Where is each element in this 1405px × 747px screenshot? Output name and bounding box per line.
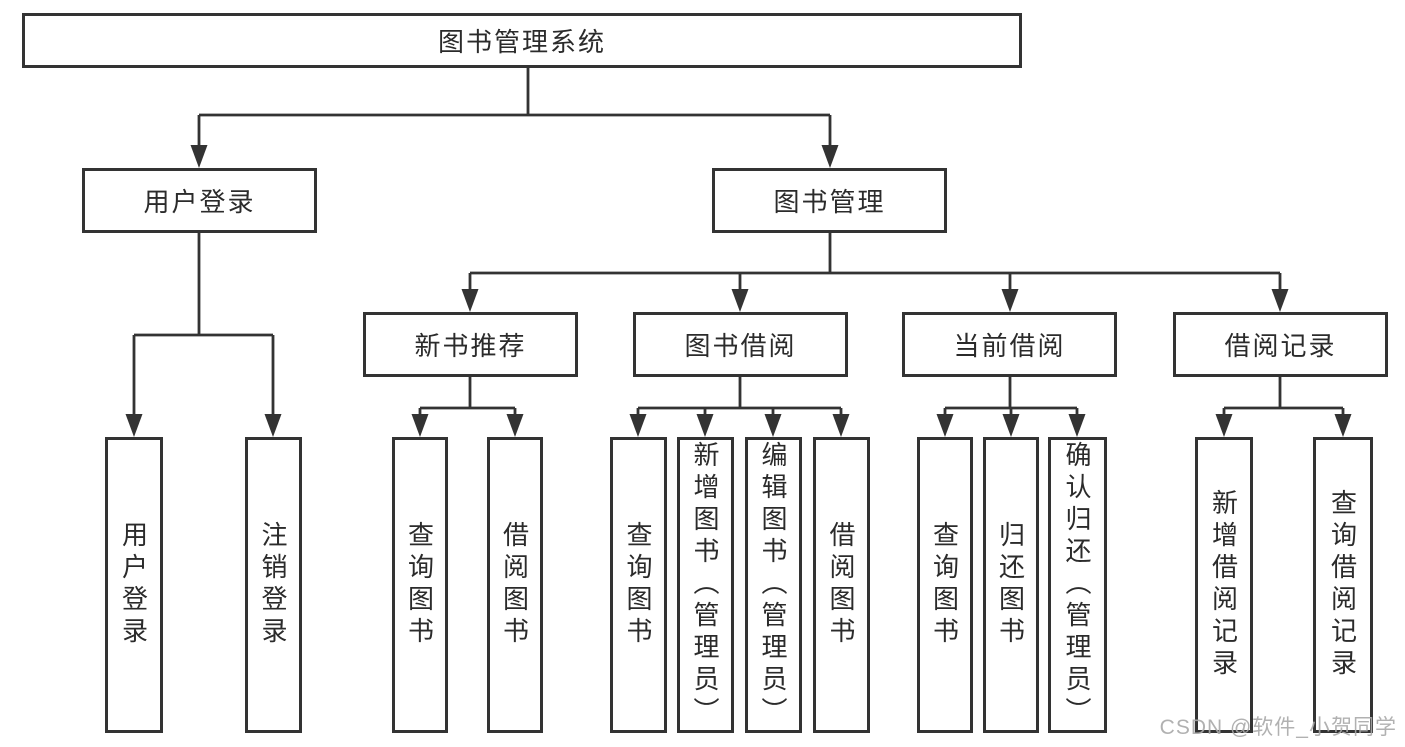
leaf-query-books-current: 查询图书 (917, 437, 973, 733)
node-new-book-recommend: 新书推荐 (363, 312, 578, 377)
leaf-label: 查询借阅记录 (1327, 489, 1358, 681)
leaf-borrow-books-recommend: 借阅图书 (487, 437, 543, 733)
edge-borrow-to-leaves (629, 377, 850, 437)
leaf-label: 借阅图书 (826, 521, 856, 649)
leaf-edit-books-admin: 编辑图书（管理员） (745, 437, 802, 733)
leaf-label: 查询图书 (404, 521, 435, 649)
leaf-label: 查询图书 (929, 521, 960, 649)
edge-current-to-leaves (936, 377, 1086, 437)
csdn-watermark: CSDN @软件_小贺同学 (1159, 716, 1397, 739)
node-borrow-records: 借阅记录 (1173, 312, 1388, 377)
leaf-label: 确认归还（管理员） (1062, 441, 1092, 729)
leaf-query-books-recommend: 查询图书 (392, 437, 448, 733)
node-current-borrow: 当前借阅 (902, 312, 1117, 377)
node-book-borrow: 图书借阅 (633, 312, 848, 377)
leaf-query-borrow-record: 查询借阅记录 (1313, 437, 1373, 733)
edge-records-to-leaves (1215, 377, 1352, 437)
node-book-management: 图书管理 (712, 168, 947, 233)
leaf-borrow-books: 借阅图书 (813, 437, 870, 733)
leaf-label: 查询图书 (623, 521, 653, 649)
leaf-label: 新增借阅记录 (1208, 489, 1239, 681)
edge-root-to-level2 (190, 68, 839, 168)
leaf-label: 借阅图书 (499, 521, 530, 649)
leaf-return-books: 归还图书 (983, 437, 1039, 733)
leaf-label: 编辑图书（管理员） (758, 441, 788, 729)
edge-newbooks-to-leaves (411, 377, 524, 437)
edge-bookmgmt-to-level3 (461, 233, 1289, 312)
leaf-label: 用户登录 (118, 521, 149, 649)
leaf-label: 归还图书 (995, 521, 1026, 649)
leaf-user-login: 用户登录 (105, 437, 163, 733)
leaf-add-books-admin: 新增图书（管理员） (677, 437, 734, 733)
leaf-label: 新增图书（管理员） (690, 441, 720, 729)
leaf-label: 注销登录 (258, 521, 288, 649)
leaf-logout: 注销登录 (245, 437, 302, 733)
leaf-confirm-return-admin: 确认归还（管理员） (1048, 437, 1107, 733)
leaf-query-books-borrow: 查询图书 (610, 437, 667, 733)
edge-userlogin-to-leaves (125, 233, 282, 437)
leaf-add-borrow-record: 新增借阅记录 (1195, 437, 1253, 733)
node-user-login: 用户登录 (82, 168, 317, 233)
node-system-root: 图书管理系统 (22, 13, 1022, 68)
